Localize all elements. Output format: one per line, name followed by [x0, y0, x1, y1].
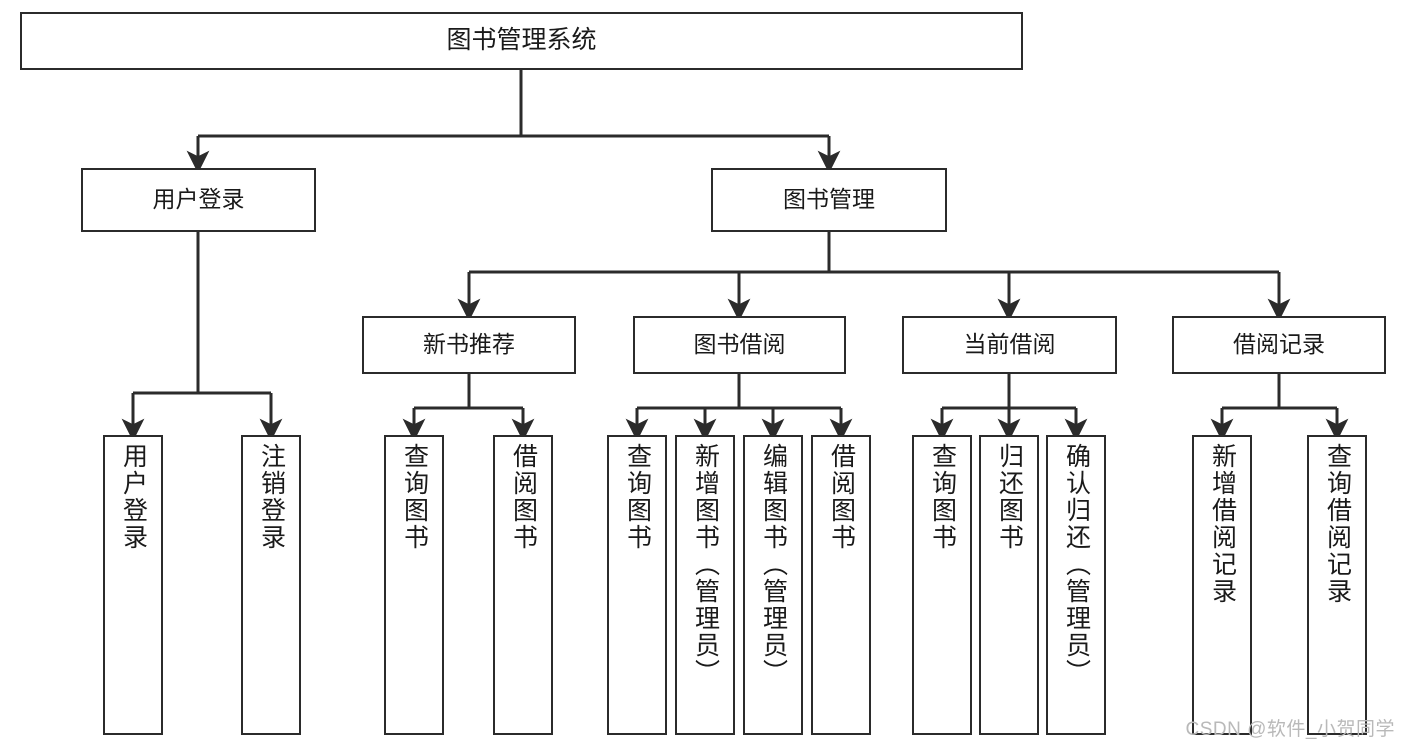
leaf-add-borrow-record[interactable]: 新增借阅记录	[1192, 435, 1252, 735]
node-label: 图书管理	[783, 186, 875, 213]
leaf-query-books-current[interactable]: 查询图书	[912, 435, 972, 735]
node-label: 新增借阅记录	[1208, 443, 1237, 605]
node-label: 注销登录	[257, 443, 286, 551]
connector-group-book-manage	[457, 232, 1291, 322]
node-book-management[interactable]: 图书管理	[711, 168, 947, 232]
connector-group-new-book	[402, 374, 535, 442]
node-label: 用户登录	[152, 186, 245, 213]
connector-group-user-login	[121, 232, 283, 442]
node-label: 当前借阅	[963, 331, 1056, 358]
node-label: 查询图书	[928, 443, 957, 551]
leaf-edit-book-admin[interactable]: 编辑图书（管理员）	[743, 435, 803, 735]
node-label: 新增图书（管理员）	[691, 443, 720, 686]
leaf-query-books-borrow[interactable]: 查询图书	[607, 435, 667, 735]
connector-group-root	[186, 70, 841, 174]
leaf-return-books[interactable]: 归还图书	[979, 435, 1039, 735]
leaf-logout[interactable]: 注销登录	[241, 435, 301, 735]
node-label: 借阅图书	[827, 443, 856, 551]
node-label: 图书管理系统	[446, 26, 597, 55]
leaf-add-book-admin[interactable]: 新增图书（管理员）	[675, 435, 735, 735]
node-user-login[interactable]: 用户登录	[81, 168, 316, 232]
node-book-borrow[interactable]: 图书借阅	[633, 316, 846, 374]
node-label: 编辑图书（管理员）	[759, 443, 788, 686]
node-root-system[interactable]: 图书管理系统	[20, 12, 1023, 70]
node-label: 确认归还（管理员）	[1062, 443, 1091, 686]
node-label: 用户登录	[119, 443, 148, 551]
node-label: 归还图书	[995, 443, 1024, 551]
node-new-book-recommend[interactable]: 新书推荐	[362, 316, 576, 374]
node-borrow-records[interactable]: 借阅记录	[1172, 316, 1386, 374]
node-current-borrow[interactable]: 当前借阅	[902, 316, 1117, 374]
node-label: 查询图书	[623, 443, 652, 551]
leaf-user-login[interactable]: 用户登录	[103, 435, 163, 735]
leaf-borrow-books[interactable]: 借阅图书	[811, 435, 871, 735]
node-label: 查询借阅记录	[1323, 443, 1352, 605]
node-label: 新书推荐	[423, 331, 515, 358]
leaf-query-borrow-record[interactable]: 查询借阅记录	[1307, 435, 1367, 735]
connector-group-book-borrow	[625, 374, 853, 442]
leaf-confirm-return-admin[interactable]: 确认归还（管理员）	[1046, 435, 1106, 735]
leaf-borrow-books-recommend[interactable]: 借阅图书	[493, 435, 553, 735]
node-label: 查询图书	[400, 443, 429, 551]
node-label: 图书借阅	[693, 331, 786, 358]
node-label: 借阅图书	[509, 443, 538, 551]
connector-group-current-borrow	[930, 374, 1088, 442]
node-label: 借阅记录	[1233, 331, 1325, 358]
connector-group-borrow-records	[1210, 374, 1349, 442]
leaf-query-books-recommend[interactable]: 查询图书	[384, 435, 444, 735]
